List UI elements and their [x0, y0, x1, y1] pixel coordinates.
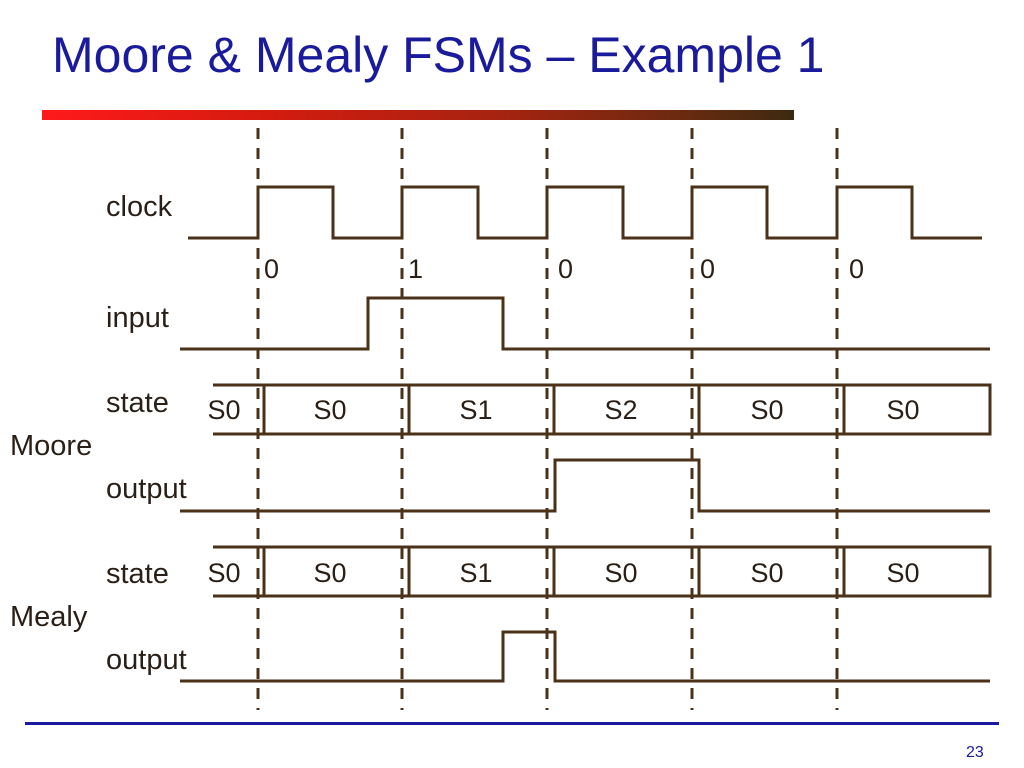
moore-state-value: S0	[750, 395, 784, 425]
clock-waveform	[188, 185, 982, 240]
mealy-state-value: S0	[886, 558, 920, 588]
clock-edge-guides	[256, 128, 839, 710]
moore-state-value: S0	[313, 395, 347, 425]
moore-state-value: S2	[604, 395, 638, 425]
mealy-group-label: Mealy	[10, 601, 88, 633]
input-bit-3: 0	[558, 254, 574, 284]
input-bit-1: 0	[264, 254, 280, 284]
mealy-state-label: state	[106, 558, 169, 590]
moore-output-waveform	[180, 458, 990, 513]
mealy-state-value: S0	[313, 558, 347, 588]
input-bit-2: 1	[408, 254, 424, 284]
mealy-state-value: S1	[459, 558, 493, 588]
input-bit-4: 0	[700, 254, 716, 284]
mealy-state-value: S0	[750, 558, 784, 588]
input-waveform	[180, 296, 990, 351]
moore-state-bus-top	[213, 383, 992, 436]
moore-state-label: state	[106, 387, 169, 419]
moore-state-value: S0	[207, 395, 241, 425]
mealy-state-value: S0	[207, 558, 241, 588]
input-bit-5: 0	[849, 254, 865, 284]
mealy-state-value: S0	[604, 558, 638, 588]
footer-divider	[25, 722, 999, 725]
title-underline	[42, 110, 794, 120]
slide-title: Moore & Mealy FSMs – Example 1	[52, 27, 825, 83]
mealy-state-bus	[213, 545, 992, 598]
input-label: input	[106, 302, 169, 334]
moore-group-label: Moore	[10, 430, 93, 462]
moore-output-label: output	[106, 473, 187, 505]
page-number: 23	[966, 744, 984, 761]
mealy-output-waveform	[180, 630, 990, 683]
moore-state-value: S0	[886, 395, 920, 425]
mealy-output-label: output	[106, 644, 187, 676]
clock-label: clock	[106, 191, 173, 223]
moore-state-value: S1	[459, 395, 493, 425]
